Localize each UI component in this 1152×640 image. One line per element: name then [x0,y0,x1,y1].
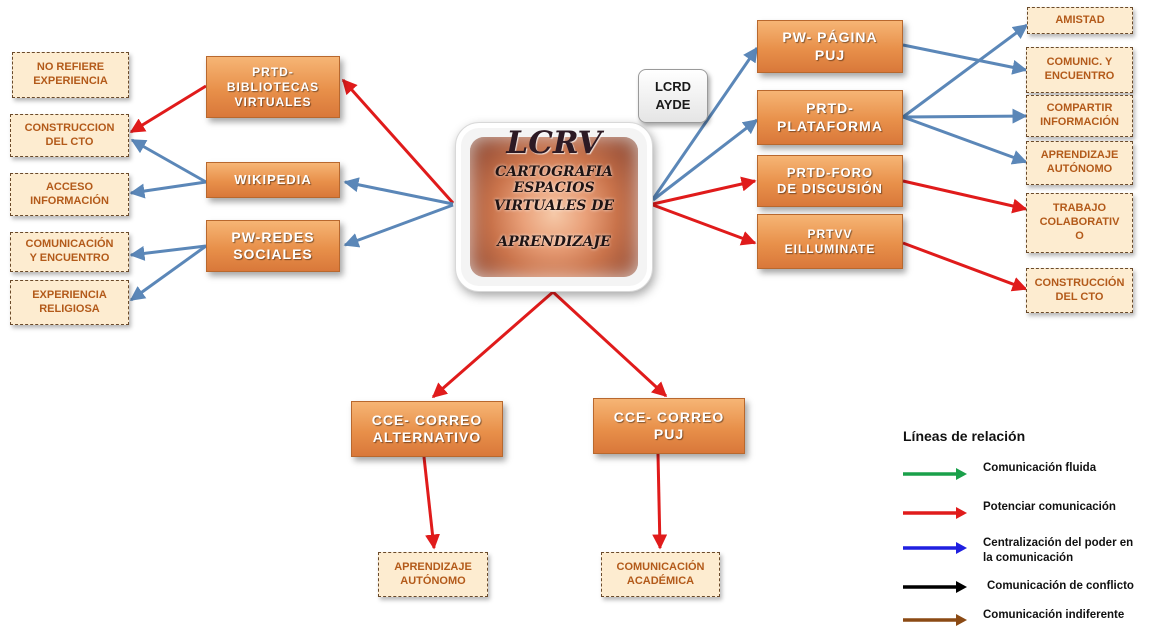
node-plataforma: PRTD- PLATAFORMA [757,90,903,145]
leaf-aprendizaje-autonomo-right: APRENDIZAJE AUTÓNOMO [1026,141,1133,185]
edge-center-bibliotecas [341,78,455,204]
leaf-acceso-informacion: ACCESO INFORMACIÓN [10,173,129,216]
edge-center-redes [343,203,454,248]
node-bibliotecas-virtuales: PRTD- BIBLIOTECAS VIRTUALES [206,56,340,118]
leaf-no-refiere-experiencia: NO REFIERE EXPERIENCIA [12,52,129,98]
edge-eilluminate-construccion [902,241,1028,292]
leaf-comunicacion-y-encuentro: COMUNICACIÓN Y ENCUENTRO [10,232,129,272]
center-subtitle-line2: ESPACIOS [513,180,595,196]
hands-image [470,137,638,277]
lcrd-ayde-box: LCRD AYDE [638,69,708,123]
center-subtitle-line1: CARTOGRAFIA [495,164,613,180]
legend-label: Potenciar comunicación [983,501,1116,513]
legend-item-fluida: Comunicación fluida [901,459,1151,493]
node-correo-puj: CCE- CORREO PUJ [593,398,745,454]
node-wikipedia: WIKIPEDIA [206,162,340,198]
leaf-amistad: AMISTAD [1027,7,1133,34]
legend-arrowhead-centralizacion [956,542,967,554]
legend-arrowhead-fluida [956,468,967,480]
edge-pagina-comunic [902,43,1028,75]
legend-title: Líneas de relación [903,428,1026,444]
edge-center-plataforma [652,118,759,202]
edge-wikipedia-construccion [130,138,207,184]
leaf-comunic-y-encuentro: COMUNIC. Y ENCUENTRO [1026,47,1133,93]
relation-lines [129,23,1029,626]
legend-arrowhead-conflicto [956,581,967,593]
edge-center-puj [551,290,668,398]
edge-redes-religiosa [129,244,207,302]
edge-bibliotecas-construccion [129,84,207,134]
node-foro-de-discusion: PRTD-FORO DE DISCUSIÓN [757,155,903,207]
edge-alternativo-aprendizaje [422,456,440,550]
edge-plataforma-aprendizaje [902,115,1028,165]
leaf-comunicacion-academica: COMUNICACIÓN ACADÉMICA [601,552,720,597]
legend-label: Comunicación indiferente [983,609,1125,621]
legend-arrowhead-potenciar [956,507,967,519]
leaf-aprendizaje-autonomo-bottom: APRENDIZAJE AUTÓNOMO [378,552,488,597]
edge-wikipedia-acceso [129,180,207,199]
edge-center-pagina [651,46,759,200]
node-pagina-puj: PW- PÁGINA PUJ [757,20,903,73]
node-redes-sociales: PW-REDES SOCIALES [206,220,340,272]
edge-redes-comunicacion [129,244,207,261]
legend-label: Comunicación de conflicto [987,580,1134,592]
edge-center-alternativo [431,290,554,399]
node-eilluminate: PRTVV EILLUMINATE [757,214,903,269]
node-correo-alternativo: CCE- CORREO ALTERNATIVO [351,401,503,457]
legend-arrows [903,468,967,626]
legend-item-potenciar: Potenciar comunicación [901,498,1151,532]
legend-label: Centralización del poder en la comunicac… [983,537,1134,564]
center-subtitle-line3: VIRTUALES DE [493,198,615,214]
legend-label: Comunicación fluida [983,462,1097,474]
edge-center-wikipedia [343,177,454,206]
edge-center-foro [652,176,757,206]
legend-item-centralizacion: Centralización del poder en la comunicac… [901,534,1151,568]
edge-center-eilluminate [652,203,757,246]
leaf-trabajo-colaborativo: TRABAJO COLABORATIV O [1026,193,1133,253]
edge-plataforma-amistad [902,23,1029,119]
center-subtitle-line4: APRENDIZAJE [497,234,611,250]
leaf-construccion-del-cto-left: CONSTRUCCION DEL CTO [10,114,129,157]
leaf-construccion-del-cto-right: CONSTRUCCIÓN DEL CTO [1026,268,1133,313]
legend-arrowhead-indiferente [956,614,967,626]
center-node-lcrv: LCRV CARTOGRAFIA ESPACIOS VIRTUALES DE A… [455,122,653,292]
leaf-experiencia-religiosa: EXPERIENCIA RELIGIOSA [10,280,129,325]
leaf-compartir-informacion: COMPARTIR INFORMACIÓN [1026,95,1133,137]
legend-item-conflicto: Comunicación de conflicto [901,577,1151,611]
legend-item-indiferente: Comunicación indiferente [901,606,1151,640]
edge-foro-trabajo [902,179,1028,214]
edge-plataforma-compartir [902,108,1028,124]
edge-puj-academica [652,453,668,550]
center-title: LCRV [506,125,602,161]
